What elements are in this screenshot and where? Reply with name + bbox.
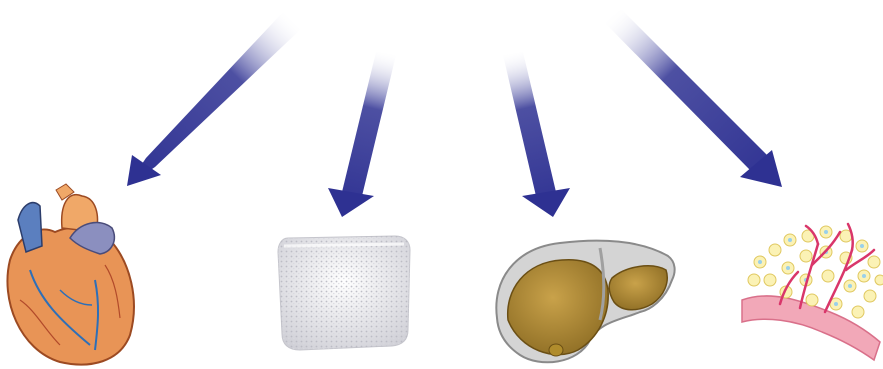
- liver-icon: [496, 241, 674, 363]
- heart-icon: [7, 184, 133, 365]
- arrow-to-liver: [503, 52, 570, 217]
- arrow-to-sugar-cube: [328, 52, 396, 217]
- arrow-to-heart: [127, 11, 301, 186]
- tissue-vessel-icon: [742, 224, 883, 360]
- arrow-to-tissue: [604, 9, 782, 187]
- sugar-cube-icon: [278, 236, 410, 350]
